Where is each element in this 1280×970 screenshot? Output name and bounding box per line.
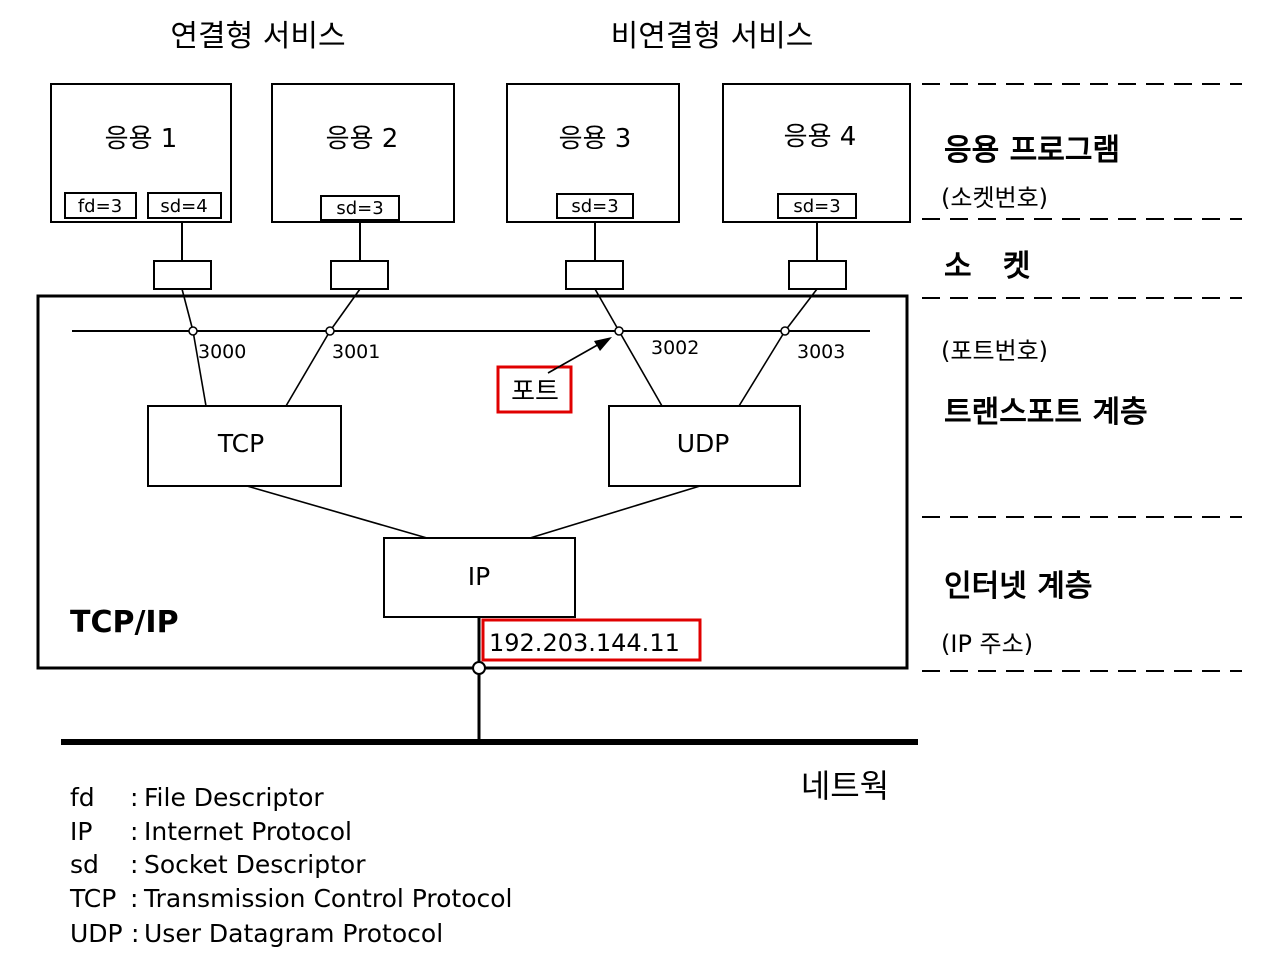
layer-application-sublabel: (소켓번호) [941,184,1048,212]
network-junction [472,661,486,675]
layer-port-sublabel: (포트번호) [941,337,1048,365]
port-number-3001: 3001 [332,341,380,363]
connectionless-service-label: 비연결형 서비스 [611,19,814,54]
layer-transport-label: 트랜스포트 계층 [944,395,1148,430]
layer-internet-label: 인터넷 계층 [944,569,1092,604]
network-label: 네트웍 [801,767,889,805]
tcpip-stack-label: TCP/IP [70,605,179,640]
udp-box [608,405,801,487]
port-number-3002: 3002 [651,337,699,359]
legend-abbr: fd [70,783,95,812]
sd-descriptor-box [320,195,400,221]
ip-label: IP [468,562,490,591]
tcp-box [147,405,342,487]
app-box-2: 응용 2 sd=3 [271,83,455,223]
legend-abbr: IP [70,817,92,846]
fd-descriptor-box [64,192,137,219]
app-1-label: 응용 1 [105,124,178,154]
sd-descriptor-label: sd=3 [793,196,840,217]
tcp-label: TCP [217,429,264,458]
layer-internet-sublabel: (IP 주소) [941,630,1033,658]
legend-sep: : [130,783,138,812]
app-2-label: 응용 2 [326,124,399,154]
legend: fd : File Descriptor IP : Internet Proto… [69,783,513,948]
legend-sep: : [130,884,138,913]
app-box-4: 응용 4 sd=3 [722,83,911,223]
socket-3 [565,260,624,290]
port-number-3003: 3003 [797,341,845,363]
app-4-label: 응용 4 [784,122,857,152]
socket-1 [153,260,212,290]
udp-label: UDP [677,429,730,458]
legend-text: User Datagram Protocol [144,919,443,948]
layer-socket-label: 소 켓 [944,249,1031,284]
app-3-label: 응용 3 [559,124,632,154]
legend-sep: : [130,850,138,879]
legend-text: Socket Descriptor [144,850,366,879]
legend-abbr: UDP [70,919,123,948]
port-number-3000: 3000 [198,341,246,363]
legend-abbr: sd [70,850,99,879]
network-bus [61,739,918,745]
app-box-3: 응용 3 sd=3 [506,83,680,223]
legend-sep: : [131,919,139,948]
legend-text: Transmission Control Protocol [143,884,513,913]
port-node-3001 [325,326,335,336]
sd-descriptor-box [556,193,634,219]
port-callout-label: 포트 [511,377,559,407]
port-callout-box [496,365,573,414]
sd-descriptor-label: sd=3 [336,198,383,219]
sd-descriptor-label: sd=3 [571,196,618,217]
layer-separators [922,83,1242,672]
port-node-3002 [614,326,624,336]
connection-service-label: 연결형 서비스 [170,19,345,54]
legend-text: Internet Protocol [144,817,352,846]
legend-abbr: TCP [69,884,116,913]
sd-descriptor-box [147,192,222,219]
fd-descriptor-label: fd=3 [78,196,122,217]
socket-4 [788,260,847,290]
port-node-3003 [780,326,790,336]
port-node-3000 [188,326,198,336]
layer-application-label: 응용 프로그램 [944,133,1120,168]
app-box-1: 응용 1 fd=3 sd=4 [50,83,232,223]
legend-sep: : [130,817,138,846]
ip-address-box [481,618,702,662]
legend-text: File Descriptor [144,783,324,812]
ip-address-label: 192.203.144.11 [489,629,680,657]
sd-descriptor-label: sd=4 [160,196,207,217]
socket-2 [330,260,389,290]
sd-descriptor-box [777,193,857,219]
port-callout-arrow [547,342,602,374]
